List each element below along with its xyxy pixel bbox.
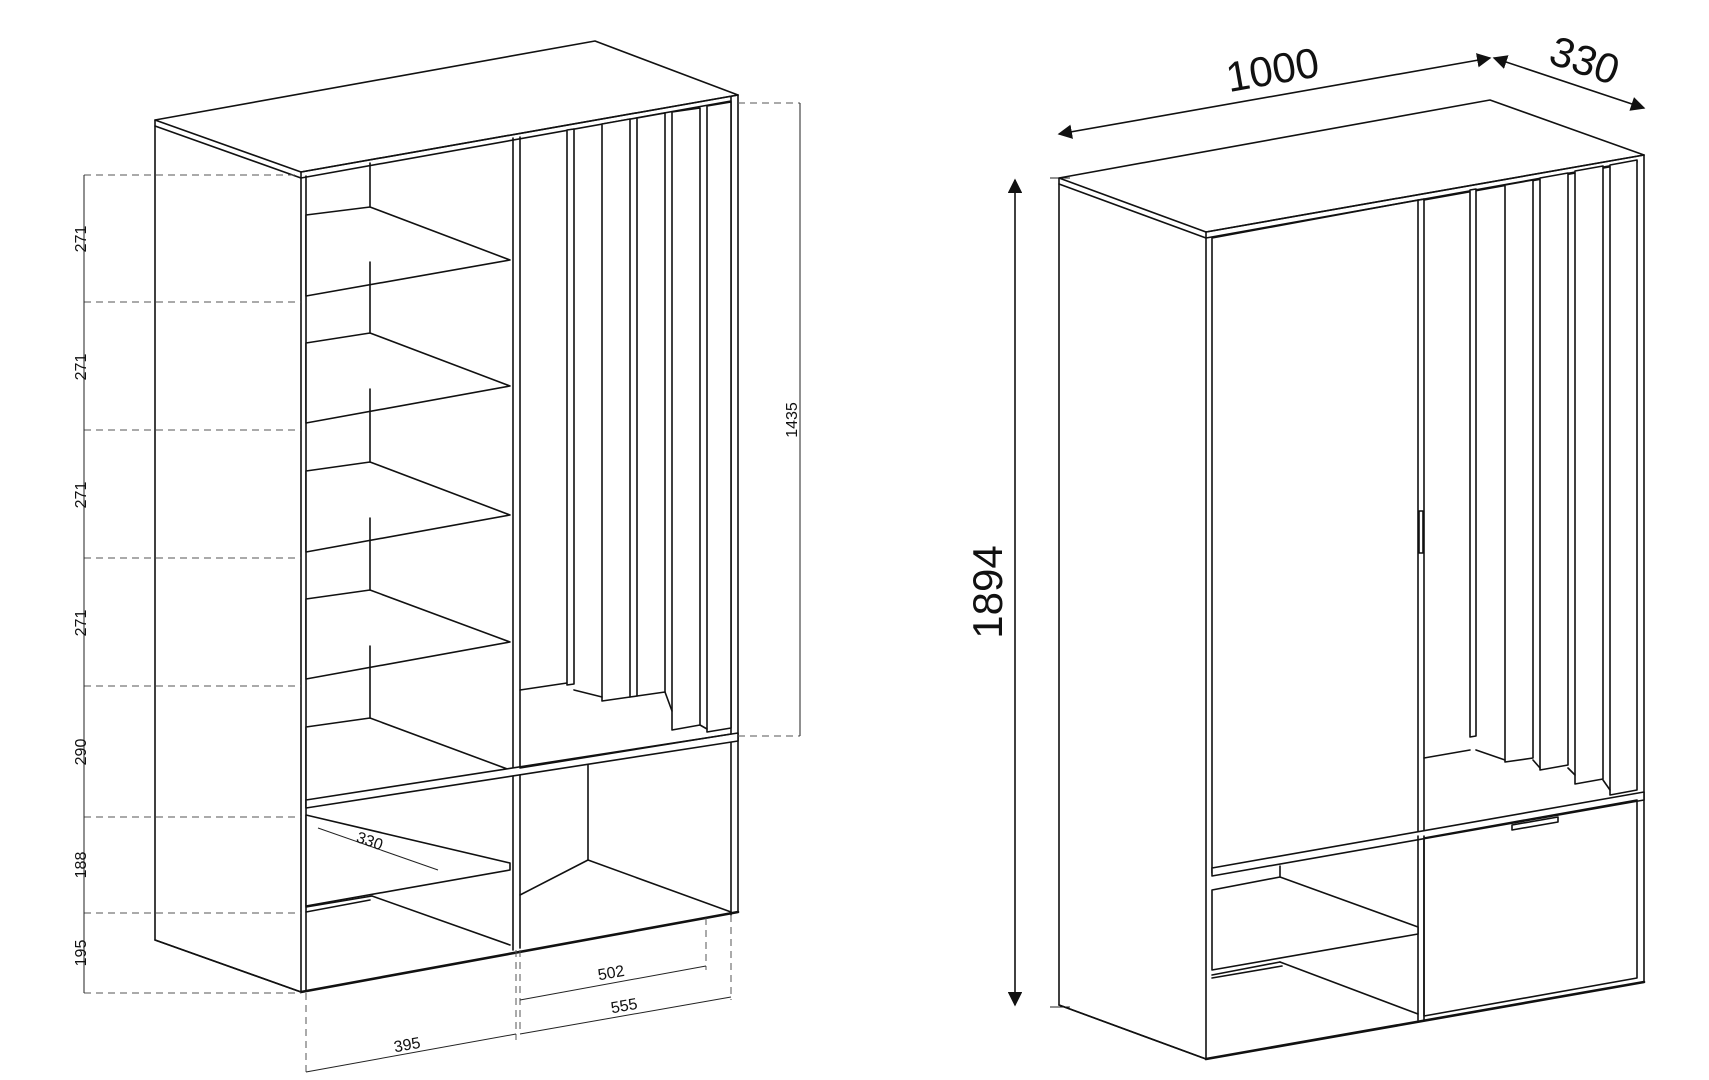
drawer xyxy=(1423,799,1638,1017)
dim-label-shelf-4: 271 xyxy=(73,610,90,637)
upper-height-dimension: 1435 xyxy=(738,102,801,737)
left-height-dimension-labels: 271 271 271 271 290 188 195 xyxy=(73,226,90,967)
right-view-closed-wardrobe: 1000 330 1894 xyxy=(964,27,1646,1061)
left-lower-right-compartment xyxy=(519,764,732,913)
left-center-divider xyxy=(512,136,521,951)
drawer-handle xyxy=(1511,816,1559,831)
right-upper-slats xyxy=(1423,159,1638,796)
dim-label-total-height: 1894 xyxy=(964,545,1011,638)
dim-label-total-depth: 330 xyxy=(1544,27,1626,94)
dim-label-inner-width: 502 xyxy=(597,963,626,984)
right-middle-divider xyxy=(1211,791,1645,877)
door-handle xyxy=(1418,510,1424,554)
left-upper-right-compartment xyxy=(519,101,732,733)
dim-label-shelf-3: 271 xyxy=(73,482,90,509)
dim-label-left-width: 395 xyxy=(393,1035,422,1056)
left-middle-divider xyxy=(305,732,739,809)
dim-label-lower-1: 188 xyxy=(73,852,90,879)
dim-label-shelf-5: 290 xyxy=(73,739,90,766)
left-height-extension-lines xyxy=(84,174,301,994)
dim-label-shelf-2: 271 xyxy=(73,354,90,381)
left-view-open-wardrobe: 271 271 271 271 290 188 195 1435 330 xyxy=(73,40,801,1073)
dim-label-total-width: 1000 xyxy=(1222,38,1322,101)
left-lower-shelf xyxy=(305,814,511,946)
left-door xyxy=(1211,198,1425,874)
dim-label-right-width: 555 xyxy=(610,996,639,1017)
dim-label-lower-2: 195 xyxy=(73,940,90,967)
overall-dimensions: 1000 330 1894 xyxy=(964,27,1646,1008)
dim-label-shelf-1: 271 xyxy=(73,226,90,253)
left-shelves xyxy=(305,206,511,808)
bottom-width-dimensions: 502 555 395 xyxy=(305,915,732,1073)
dim-label-upper-height: 1435 xyxy=(784,402,801,438)
vertical-slats xyxy=(566,101,732,733)
right-lower-left-compartment xyxy=(1211,835,1425,1021)
